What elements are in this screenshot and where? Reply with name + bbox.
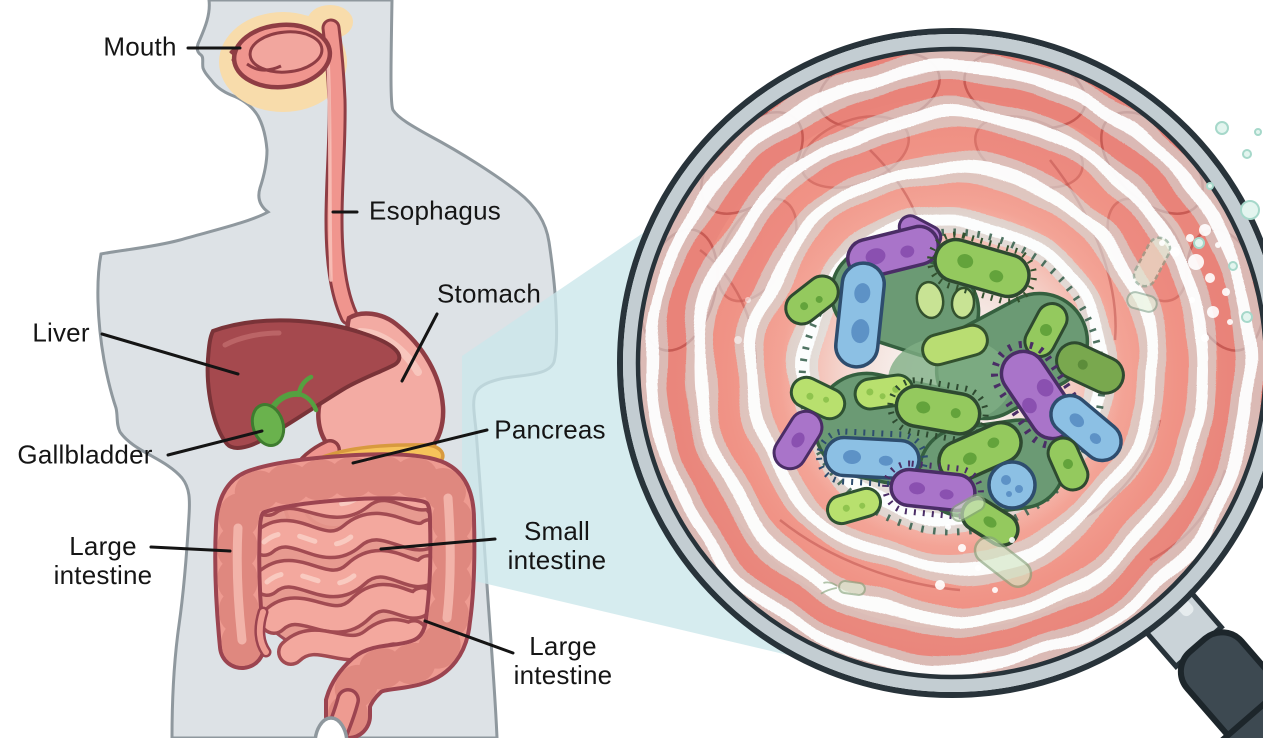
bacteria-cluster [772, 214, 1125, 548]
leader-lines [100, 46, 515, 655]
label-esophagus: Esophagus [369, 195, 501, 226]
silhouette-leg-gap [313, 716, 349, 738]
magnifier [617, 28, 1263, 738]
label-liver: Liver [32, 317, 90, 348]
leader-pancreas [351, 428, 489, 465]
label-pancreas: Pancreas [494, 414, 606, 445]
label-stomach: Stomach [436, 278, 542, 309]
leader-liver [100, 332, 240, 376]
label-gallbladder: Gallbladder [17, 439, 153, 470]
digestive-tract [205, 5, 477, 738]
leader-small-intestine [379, 537, 497, 551]
esophagus-shape [321, 18, 359, 326]
faint-bacteria [820, 236, 1172, 596]
bubbles-inner [734, 224, 1233, 593]
lens-content [638, 49, 1263, 677]
appendix-shape [254, 606, 272, 658]
intestines-shape [213, 452, 477, 738]
label-large-intestine-lower: Large intestine [513, 630, 613, 690]
leader-large-intestine-upper [149, 545, 232, 553]
label-small-intestine: Small intestine [507, 515, 607, 575]
mouth-shape [229, 22, 333, 90]
large-intestine-frame [213, 452, 477, 738]
bubbles-outer [1193, 121, 1262, 323]
label-large-intestine-upper: Large intestine [53, 530, 153, 590]
label-mouth: Mouth [103, 31, 177, 62]
magnifier-rim [617, 28, 1263, 698]
leader-large-intestine-lower [423, 619, 515, 655]
gallbladder-shape [250, 374, 319, 448]
leader-stomach [400, 312, 439, 383]
leader-gallbladder [166, 429, 264, 457]
